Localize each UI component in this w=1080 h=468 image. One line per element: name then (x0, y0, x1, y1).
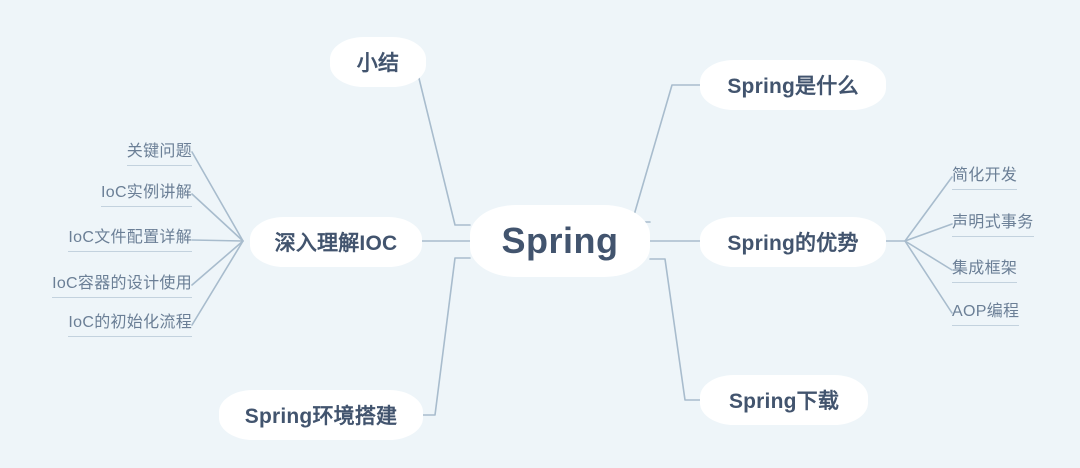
node-root-label: Spring (501, 220, 619, 261)
leaf-ioc-init-flow[interactable]: IoC的初始化流程 (28, 311, 192, 337)
node-branch-label: Spring的优势 (727, 232, 859, 255)
leaf-label: IoC文件配置详解 (68, 228, 192, 252)
leaf-label: 关键问题 (126, 142, 192, 166)
edge-root-to-env-setup (413, 257, 471, 416)
edge-advantages-to-leaf-2 (904, 240, 953, 271)
leaf-label: 集成框架 (952, 259, 1018, 283)
edge-advantages-to-leaf-1 (904, 223, 953, 242)
edge-advantages-to-leaf-3 (904, 240, 953, 314)
node-branch-download[interactable]: Spring下载 (700, 375, 868, 425)
node-branch-label: Spring是什么 (727, 75, 859, 98)
leaf-ioc-key-questions[interactable]: 关键问题 (60, 140, 192, 166)
edge-root-to-what-is (631, 84, 713, 223)
edge-advantages-to-leaf-0 (885, 176, 953, 242)
node-branch-label: 小结 (356, 52, 400, 75)
edge-deep-ioc-to-leaf-2 (191, 239, 244, 242)
edge-root-to-download (649, 258, 713, 401)
node-branch-label: Spring环境搭建 (244, 405, 398, 428)
leaf-label: 简化开发 (952, 166, 1018, 190)
node-branch-env-setup[interactable]: Spring环境搭建 (219, 390, 423, 440)
leaf-ioc-file-config[interactable]: IoC文件配置详解 (30, 226, 192, 252)
leaf-label: IoC容器的设计使用 (52, 274, 192, 298)
leaf-aop-programming[interactable]: AOP编程 (952, 300, 1062, 326)
edge-deep-ioc-to-leaf-0 (191, 151, 244, 242)
node-branch-label: Spring下载 (728, 390, 840, 413)
node-root-spring[interactable]: Spring (470, 205, 650, 277)
leaf-ioc-container-design[interactable]: IoC容器的设计使用 (16, 272, 192, 298)
node-branch-summary[interactable]: 小结 (330, 37, 426, 87)
leaf-simplify-development[interactable]: 简化开发 (952, 164, 1062, 190)
edge-deep-ioc-to-leaf-3 (191, 240, 244, 286)
leaf-label: IoC的初始化流程 (68, 313, 192, 337)
leaf-ioc-examples[interactable]: IoC实例讲解 (60, 181, 192, 207)
leaf-declarative-transaction[interactable]: 声明式事务 (952, 211, 1062, 237)
leaf-label: IoC实例讲解 (101, 183, 192, 207)
edge-deep-ioc-to-leaf-4 (191, 240, 244, 326)
node-branch-deep-ioc[interactable]: 深入理解IOC (250, 217, 422, 267)
leaf-framework-integration[interactable]: 集成框架 (952, 257, 1062, 283)
node-branch-advantages[interactable]: Spring的优势 (700, 217, 886, 267)
node-branch-label: 深入理解IOC (274, 232, 398, 255)
node-branch-what-is[interactable]: Spring是什么 (700, 60, 886, 110)
leaf-label: AOP编程 (952, 302, 1020, 326)
edge-deep-ioc-to-leaf-1 (191, 193, 244, 242)
leaf-label: 声明式事务 (952, 213, 1034, 237)
